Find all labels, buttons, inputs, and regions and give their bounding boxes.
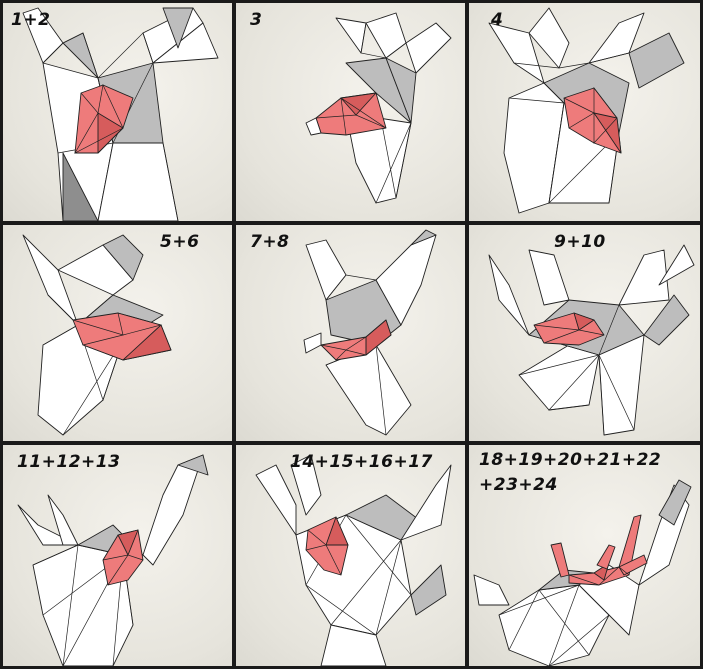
step-label: 7+8: [250, 232, 290, 252]
step-panel-7: 11+12+13: [3, 445, 232, 666]
step-label: 11+12+13: [17, 452, 121, 472]
highlight-parts: [74, 83, 134, 154]
step-panel-5: 7+8: [236, 225, 465, 441]
deer-head-diagram: [22, 7, 219, 221]
step-label-continued: +23+24: [479, 475, 558, 495]
step-panel-8: 14+15+16+17: [236, 445, 465, 666]
step-label: 18+19+20+21+22: [479, 450, 662, 470]
step-label: 1+2: [11, 10, 51, 30]
step-label: 3: [250, 10, 263, 30]
deer-head-diagram: [22, 234, 172, 436]
step-panel-2: 3: [236, 3, 465, 221]
highlight-parts: [72, 312, 172, 361]
highlight-parts: [533, 312, 605, 346]
deer-head-diagram: [17, 454, 209, 666]
deer-head-diagram: [473, 479, 692, 666]
step-label: 9+10: [554, 232, 606, 252]
deer-head-diagram: [255, 454, 452, 666]
step-panel-3: 4: [469, 3, 700, 221]
deer-head-diagram: [488, 7, 685, 214]
step-panel-6: 9+10: [469, 225, 700, 441]
highlight-parts: [563, 86, 622, 154]
step-panel-4: 5+6: [3, 225, 232, 441]
step-label: 4: [491, 10, 504, 30]
step-label: 14+15+16+17: [290, 452, 433, 472]
highlight-parts: [102, 529, 144, 586]
step-panel-9: 18+19+20+21+22 +23+24: [469, 445, 700, 666]
highlight-parts: [315, 92, 387, 136]
step-panel-1: 1+2: [3, 3, 232, 221]
step-label: 5+6: [160, 232, 200, 252]
highlight-parts: [550, 514, 648, 586]
deer-head-diagram: [305, 12, 452, 204]
deer-head-diagram: [303, 229, 437, 436]
highlight-parts: [305, 516, 349, 576]
highlight-parts: [320, 319, 392, 361]
deer-head-diagram: [488, 244, 695, 436]
